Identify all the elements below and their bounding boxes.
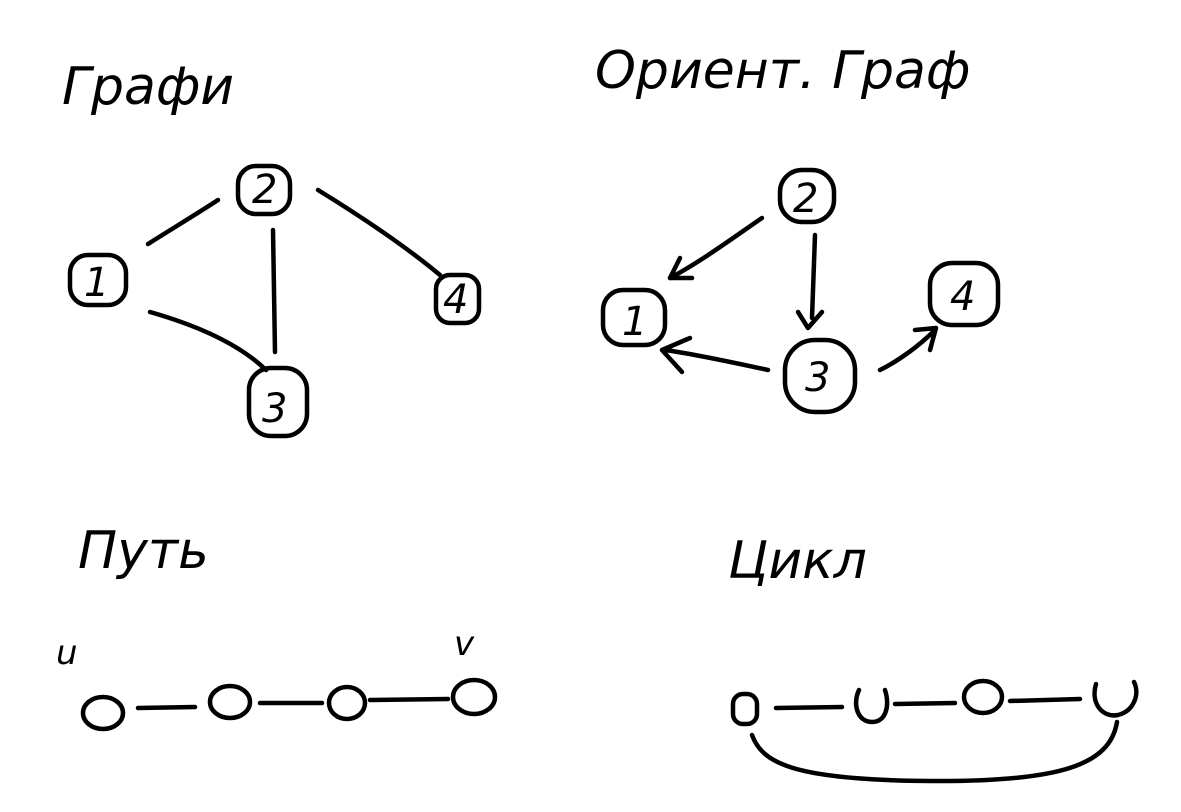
graph-edge-1-3 bbox=[147, 309, 269, 373]
cycle-node-2 bbox=[853, 687, 890, 725]
digraph-title: Ориент. Граф bbox=[595, 41, 970, 101]
cycle-edges bbox=[749, 696, 1120, 784]
path-node-2 bbox=[207, 683, 253, 721]
path-node-4 bbox=[450, 677, 498, 717]
digraph-node-1-label: 1 bbox=[622, 299, 647, 345]
graph-edge-1-2 bbox=[145, 197, 221, 247]
path-title: Путь bbox=[78, 521, 209, 581]
path-edges bbox=[135, 696, 451, 711]
digraph-node-2-label: 2 bbox=[793, 176, 818, 222]
digraph-arrowhead-2-3 bbox=[795, 309, 825, 331]
graph-edges bbox=[145, 187, 443, 373]
path-node-1 bbox=[80, 694, 126, 732]
digraph-arrowhead-3-4 bbox=[912, 325, 939, 353]
cycle-closing-edge bbox=[749, 719, 1120, 784]
graph-node-4-label: 4 bbox=[443, 277, 468, 323]
graph-node-1: 1 bbox=[67, 252, 129, 308]
cycle-node-3 bbox=[961, 678, 1005, 716]
graph-node-3: 3 bbox=[246, 365, 310, 439]
cycle-nodes bbox=[730, 678, 1139, 727]
cycle-node-1 bbox=[730, 691, 760, 727]
path-node-3 bbox=[326, 684, 368, 722]
digraph-node-3: 3 bbox=[782, 337, 858, 415]
cycle-edge-2 bbox=[892, 700, 958, 707]
path-edge-1 bbox=[135, 704, 198, 711]
graph-edge-2-4 bbox=[315, 187, 443, 278]
graph-node-1-label: 1 bbox=[84, 260, 109, 306]
digraph-node-4: 4 bbox=[927, 260, 1001, 328]
graph-node-2-label: 2 bbox=[252, 167, 277, 213]
digraph-arc-2-3 bbox=[809, 232, 818, 321]
digraph-arrowhead-3-1 bbox=[659, 335, 693, 375]
graph-edge-2-3 bbox=[270, 227, 278, 355]
cycle-node-4 bbox=[1092, 679, 1139, 718]
path-nodes bbox=[80, 677, 498, 732]
digraph-node-2: 2 bbox=[777, 167, 837, 225]
digraph-arcs bbox=[659, 215, 939, 375]
path-edge-3 bbox=[367, 696, 451, 703]
digraph-node-3-label: 3 bbox=[805, 355, 830, 401]
graph-node-2: 2 bbox=[235, 163, 293, 217]
digraph-node-4-label: 4 bbox=[950, 274, 975, 320]
graph-title: Графи bbox=[62, 57, 234, 117]
digraph-arrowhead-2-1 bbox=[667, 255, 695, 281]
cycle-edge-3 bbox=[1007, 696, 1083, 704]
digraph-arc-3-4 bbox=[877, 327, 938, 373]
graph-node-3-label: 3 bbox=[262, 386, 287, 432]
path-start-label: u bbox=[56, 633, 78, 673]
cycle-edge-1 bbox=[773, 704, 845, 711]
digraph-node-1: 1 bbox=[600, 287, 668, 348]
digraph-arc-3-1 bbox=[662, 347, 771, 373]
digraph-arc-2-1 bbox=[667, 215, 765, 281]
graph-node-4: 4 bbox=[433, 272, 482, 326]
path-end-label: v bbox=[454, 624, 475, 664]
cycle-title: Цикл bbox=[728, 531, 867, 591]
